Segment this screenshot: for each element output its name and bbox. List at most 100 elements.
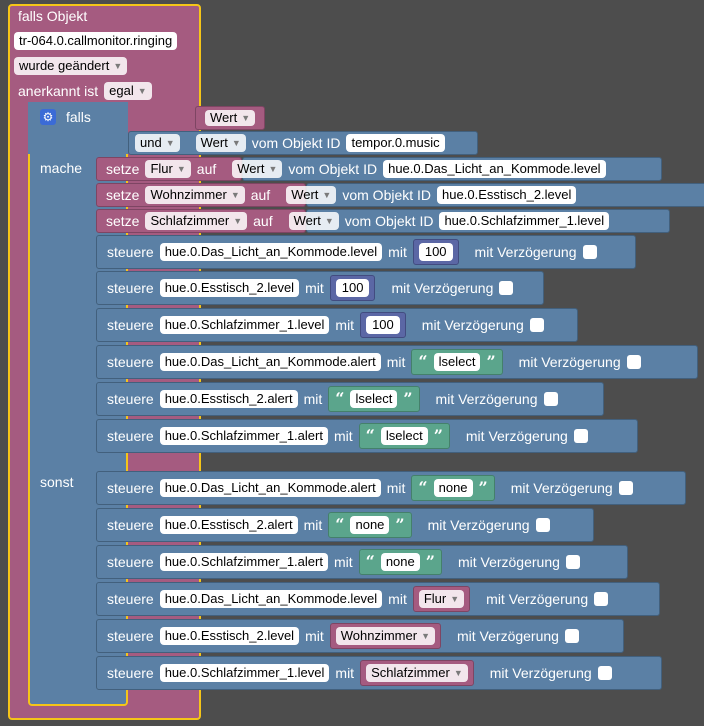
control-object-id[interactable]: hue.0.Schlafzimmer_1.level — [159, 664, 330, 682]
delay-checkbox[interactable] — [543, 392, 558, 406]
string-block[interactable]: “lselect” — [328, 386, 420, 412]
from-object-label: vom Objekt ID — [344, 213, 434, 229]
dropdown-arrow-icon: ▼ — [421, 631, 430, 641]
delay-label: mit Verzögerung — [518, 354, 621, 370]
trigger-mode-dropdown[interactable]: wurde geändert▼ — [14, 57, 128, 75]
string-value[interactable]: none — [350, 516, 390, 534]
set-variable-dropdown[interactable]: Flur▼ — [145, 160, 191, 178]
control-label: steuere — [107, 317, 154, 333]
variable-dropdown[interactable]: Wohnzimmer▼ — [335, 627, 435, 645]
set-variable-dropdown[interactable]: Wohnzimmer▼ — [145, 186, 245, 204]
close-quote-icon: ” — [403, 389, 413, 408]
delay-checkbox[interactable] — [535, 518, 550, 532]
control-block[interactable]: steuere hue.0.Das_Licht_an_Kommode.alert… — [96, 471, 686, 505]
with-label: mit — [388, 591, 407, 607]
set-variable-block[interactable]: setze Flur▼ auf Wert▼ vom Objekt ID hue.… — [96, 157, 662, 181]
string-block[interactable]: “none” — [358, 549, 442, 575]
set-variable-block[interactable]: setze Schlafzimmer▼ auf Wert▼ vom Objekt… — [96, 209, 670, 233]
set-object-id[interactable]: hue.0.Esstisch_2.level — [437, 186, 577, 204]
number-block[interactable]: 100 — [329, 275, 376, 301]
get-value-dropdown[interactable]: Wert▼ — [288, 212, 339, 230]
control-object-id[interactable]: hue.0.Schlafzimmer_1.alert — [159, 553, 328, 571]
string-value[interactable]: none — [380, 553, 420, 571]
variable-block[interactable]: Schlafzimmer▼ — [360, 660, 474, 686]
delay-checkbox[interactable] — [626, 355, 641, 369]
control-object-id[interactable]: hue.0.Esstisch_2.level — [159, 627, 300, 645]
string-value[interactable]: lselect — [433, 353, 481, 371]
set-object-id[interactable]: hue.0.Schlafzimmer_1.level — [439, 212, 610, 230]
variable-block[interactable]: Flur▼ — [412, 586, 471, 612]
string-value[interactable]: none — [433, 479, 473, 497]
delay-label: mit Verzögerung — [435, 391, 538, 407]
control-block[interactable]: steuere hue.0.Das_Licht_an_Kommode.alert… — [96, 345, 698, 379]
control-block[interactable]: steuere hue.0.Esstisch_2.alert mit “none… — [96, 508, 594, 542]
get-value-dropdown[interactable]: Wert▼ — [286, 186, 337, 204]
number-value[interactable]: 100 — [418, 243, 453, 261]
control-block[interactable]: steuere hue.0.Esstisch_2.alert mit “lsel… — [96, 382, 604, 416]
and-dropdown[interactable]: und▼ — [135, 134, 180, 152]
control-object-id[interactable]: hue.0.Das_Licht_an_Kommode.level — [159, 590, 383, 608]
delay-label: mit Verzögerung — [510, 480, 613, 496]
control-block[interactable]: steuere hue.0.Schlafzimmer_1.alert mit “… — [96, 545, 628, 579]
control-object-id[interactable]: hue.0.Schlafzimmer_1.level — [159, 316, 330, 334]
number-value[interactable]: 100 — [335, 279, 370, 297]
number-value[interactable]: 100 — [366, 316, 400, 334]
control-object-id[interactable]: hue.0.Esstisch_2.alert — [159, 516, 298, 534]
string-block[interactable]: “lselect” — [358, 423, 450, 449]
delay-checkbox[interactable] — [618, 481, 633, 495]
control-block[interactable]: steuere hue.0.Esstisch_2.level mit Wohnz… — [96, 619, 624, 653]
control-block[interactable]: steuere hue.0.Schlafzimmer_1.level mit S… — [96, 656, 662, 690]
control-object-id[interactable]: hue.0.Das_Licht_an_Kommode.level — [159, 243, 383, 261]
delay-checkbox[interactable] — [597, 666, 612, 680]
delay-checkbox[interactable] — [529, 318, 544, 332]
number-block[interactable]: 100 — [412, 239, 459, 265]
on-label: auf — [250, 187, 271, 203]
string-value[interactable]: lselect — [350, 390, 398, 408]
set-variable-name: Schlafzimmer — [150, 213, 230, 228]
condition-value-dropdown[interactable]: Wert▼ — [205, 110, 256, 126]
value-label: Wert — [293, 213, 321, 228]
with-label: mit — [335, 665, 355, 681]
delay-checkbox[interactable] — [594, 592, 609, 606]
delay-label: mit Verzögerung — [489, 665, 592, 681]
variable-block[interactable]: Wohnzimmer▼ — [329, 623, 441, 649]
open-quote-icon: “ — [335, 515, 345, 534]
condition-object-id[interactable]: tempor.0.music — [346, 134, 445, 152]
control-block[interactable]: steuere hue.0.Schlafzimmer_1.alert mit “… — [96, 419, 638, 453]
with-label: mit — [303, 517, 323, 533]
trigger-object-id[interactable]: tr-064.0.callmonitor.ringing — [14, 32, 178, 50]
set-variable-block[interactable]: setze Wohnzimmer▼ auf Wert▼ vom Objekt I… — [96, 183, 704, 207]
dropdown-arrow-icon: ▼ — [233, 216, 243, 226]
control-object-id[interactable]: hue.0.Schlafzimmer_1.alert — [159, 427, 328, 445]
number-block[interactable]: 100 — [360, 312, 406, 338]
condition-value-block[interactable]: Wert▼ — [195, 106, 265, 130]
set-variable-dropdown[interactable]: Schlafzimmer▼ — [145, 212, 248, 230]
logic-and-block[interactable]: und▼ Wert▼ vom Objekt ID tempor.0.music — [128, 131, 478, 155]
control-object-id[interactable]: hue.0.Das_Licht_an_Kommode.alert — [159, 353, 381, 371]
control-object-id[interactable]: hue.0.Das_Licht_an_Kommode.alert — [159, 479, 381, 497]
variable-name: Flur — [423, 591, 447, 606]
control-object-id[interactable]: hue.0.Esstisch_2.level — [159, 279, 300, 297]
control-object-id[interactable]: hue.0.Esstisch_2.alert — [159, 390, 298, 408]
delay-checkbox[interactable] — [564, 629, 579, 643]
set-variable-name: Flur — [150, 161, 173, 176]
control-block[interactable]: steuere hue.0.Esstisch_2.level mit 100 m… — [96, 271, 544, 305]
string-block[interactable]: “lselect” — [411, 349, 503, 375]
set-object-id[interactable]: hue.0.Das_Licht_an_Kommode.level — [383, 160, 606, 178]
ack-dropdown[interactable]: egal▼ — [104, 82, 152, 100]
control-block[interactable]: steuere hue.0.Schlafzimmer_1.level mit 1… — [96, 308, 578, 342]
delay-checkbox[interactable] — [565, 555, 580, 569]
delay-checkbox[interactable] — [582, 245, 597, 259]
string-value[interactable]: lselect — [380, 427, 428, 445]
get-value-dropdown[interactable]: Wert▼ — [232, 160, 283, 178]
gear-icon[interactable]: ⚙ — [40, 109, 56, 125]
variable-dropdown[interactable]: Flur▼ — [418, 590, 465, 608]
variable-dropdown[interactable]: Schlafzimmer▼ — [366, 664, 468, 682]
control-block[interactable]: steuere hue.0.Das_Licht_an_Kommode.level… — [96, 235, 636, 269]
control-block[interactable]: steuere hue.0.Das_Licht_an_Kommode.level… — [96, 582, 660, 616]
string-block[interactable]: “none” — [411, 475, 495, 501]
delay-checkbox[interactable] — [499, 281, 514, 295]
get-value-dropdown[interactable]: Wert▼ — [195, 134, 246, 152]
string-block[interactable]: “none” — [328, 512, 412, 538]
delay-checkbox[interactable] — [573, 429, 588, 443]
